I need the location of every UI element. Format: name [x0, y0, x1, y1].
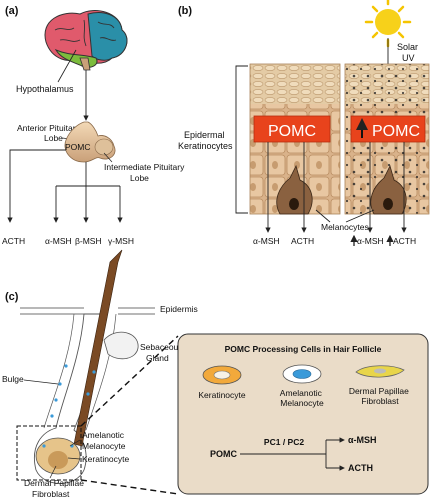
melanocyte-left-icon	[276, 164, 313, 215]
pathway-acth: ACTH	[348, 463, 373, 473]
keratinocyte-cell-icon	[202, 365, 242, 385]
processing-cells-box	[177, 333, 429, 495]
hypothalamus-pointer	[57, 49, 77, 83]
cell-label-amelanotic: Amelanotic Melanocyte	[280, 388, 324, 408]
epidermis-bracket	[235, 65, 248, 214]
keratinocyte-label: Keratinocyte	[82, 454, 130, 464]
pathway-alpha-msh: α-MSH	[348, 435, 377, 445]
amelanotic-melanocyte-label: Amelanotic Melanocyte	[82, 430, 126, 451]
dermal-papillae-label: Dermal Papillae Fibroblast	[24, 478, 86, 499]
panel-b-arrows	[265, 142, 407, 233]
dermal-papillae-fibroblast-cell-icon	[355, 365, 405, 378]
pomc-box-left	[253, 115, 331, 143]
sebaceous-gland-label: Sebaceous Gland	[140, 342, 185, 363]
pomc-box-left-label: POMC	[268, 123, 316, 140]
product-acth: ACTH	[2, 236, 25, 246]
amelanotic-melanocyte-cell-icon	[282, 364, 322, 384]
gland-pomc-label: POMC	[65, 142, 91, 152]
right-acth: ACTH	[393, 236, 416, 246]
melanocyte-right-icon	[370, 164, 407, 215]
product-alpha-msh: α-MSH	[45, 236, 72, 246]
epidermis-layer	[20, 307, 155, 315]
product-beta-msh: β-MSH	[75, 236, 102, 246]
hypothalamus-label: Hypothalamus	[16, 84, 74, 94]
hair-follicle-icon	[34, 249, 139, 484]
solar-uv-label: Solar UV	[397, 42, 421, 63]
panel-c-label: (c)	[5, 291, 19, 303]
panel-a-label: (a)	[5, 5, 19, 17]
cell-label-fibroblast: Dermal Papillae Fibroblast	[349, 386, 411, 406]
brain-icon	[44, 10, 128, 71]
pathway-enzymes: PC1 / PC2	[264, 437, 304, 447]
anterior-pituitary-label: Anterior Pituitary Lobe	[17, 123, 82, 143]
pomc-product-arrows	[7, 149, 123, 223]
product-gamma-msh: γ-MSH	[108, 236, 134, 246]
zoom-region	[16, 425, 82, 481]
pituitary-gland-icon	[64, 121, 116, 163]
processing-box-title: POMC Processing Cells in Hair Follicle	[225, 344, 382, 354]
pathway-arrows	[240, 437, 345, 471]
sun-icon	[364, 0, 412, 48]
right-alpha-msh: α-MSH	[357, 236, 384, 246]
left-alpha-msh: α-MSH	[253, 236, 280, 246]
pomc-box-right-label: POMC	[372, 123, 420, 140]
cell-label-keratinocyte: Keratinocyte	[198, 390, 246, 400]
pathway-pomc: POMC	[210, 449, 238, 459]
epidermis-label: Epidermis	[160, 304, 198, 314]
melanocytes-label: Melanocytes	[321, 222, 369, 232]
panel-b-label: (b)	[178, 5, 192, 17]
intermediate-pituitary-label: Intermediate Pituitary Lobe	[104, 162, 187, 183]
left-acth: ACTH	[291, 236, 314, 246]
bulge-label: Bulge	[2, 374, 24, 384]
epidermal-keratinocytes-label: Epidermal Keratinocytes	[178, 130, 233, 151]
